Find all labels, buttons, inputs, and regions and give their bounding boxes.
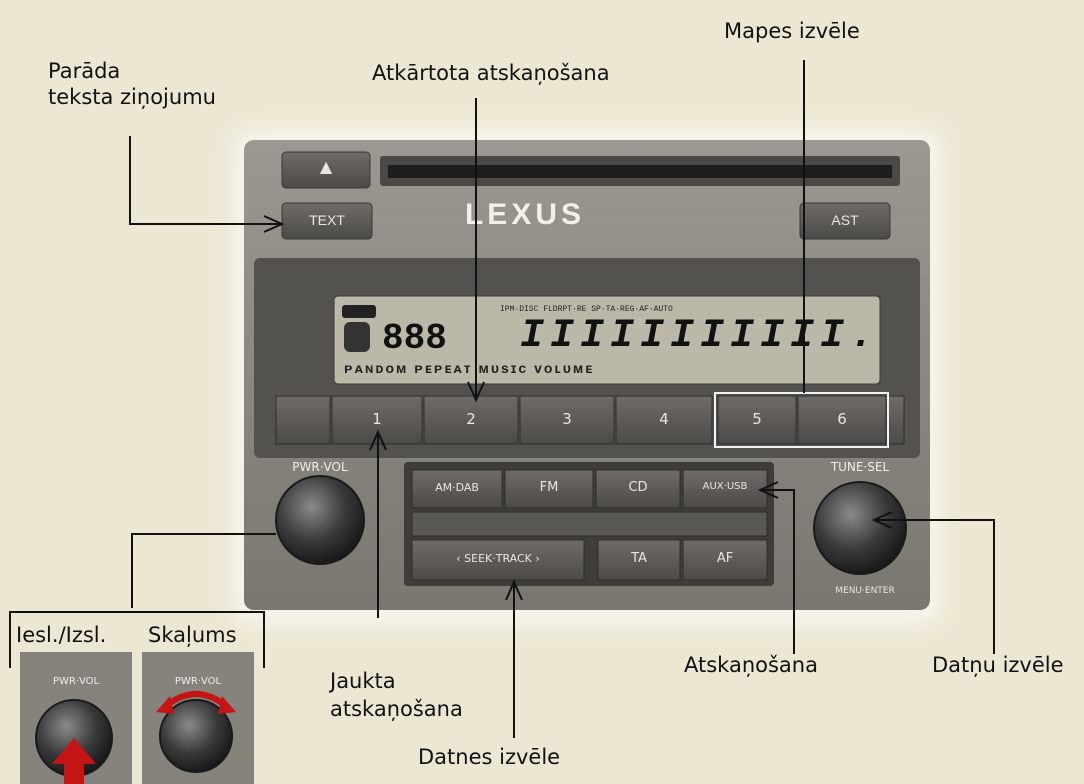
callout-random-line2: atskaņošana — [330, 696, 463, 722]
callout-folder-select: Mapes izvēle — [724, 18, 860, 44]
callout-text-display-line1: Parāda — [48, 58, 120, 84]
callout-text-display-line2: teksta ziņojumu — [48, 84, 216, 110]
callout-file-select: Datnes izvēle — [418, 744, 560, 770]
callout-power: Iesl./Izsl. — [16, 622, 106, 648]
callout-repeat-play: Atkārtota atskaņošana — [372, 60, 610, 86]
callout-random-line1: Jaukta — [330, 668, 396, 694]
callout-playback: Atskaņošana — [684, 652, 818, 678]
callout-volume: Skaļums — [148, 622, 237, 648]
callout-data-select: Datņu izvēle — [932, 652, 1064, 678]
